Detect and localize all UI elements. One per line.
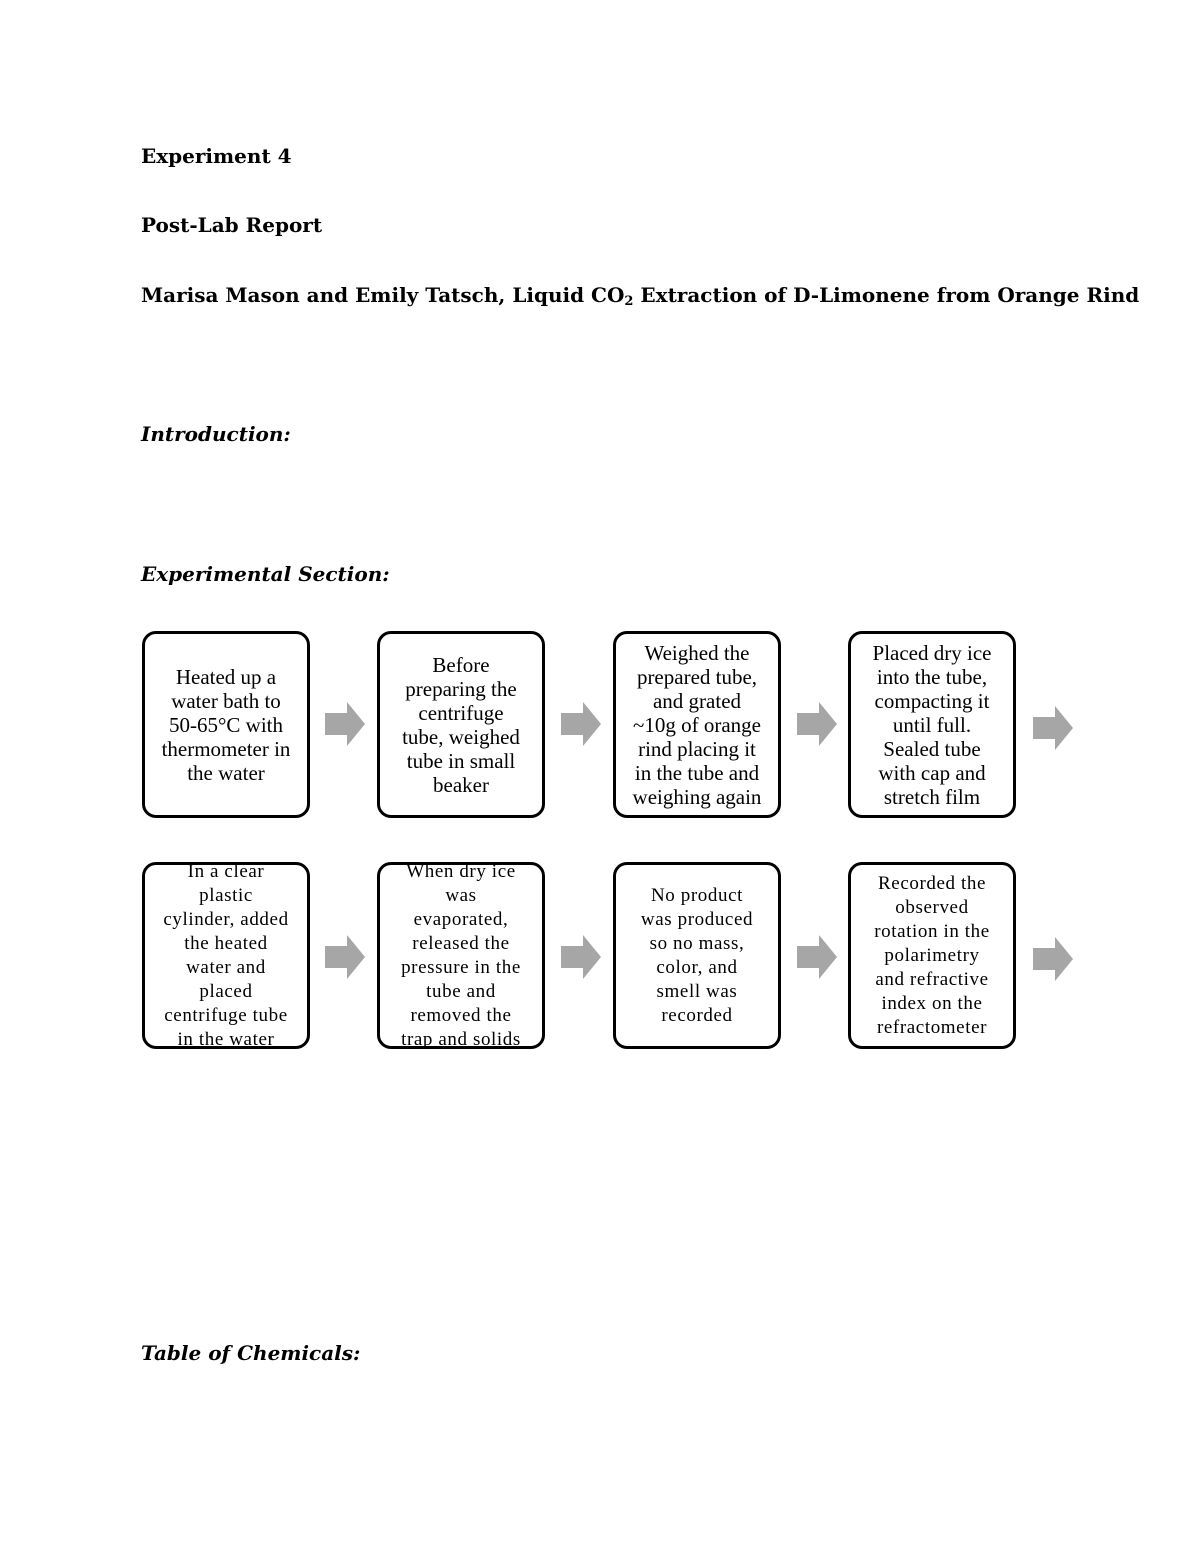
right-arrow-icon xyxy=(1033,937,1073,981)
right-arrow-icon xyxy=(1033,706,1073,750)
right-arrow-icon xyxy=(561,702,601,746)
right-arrow-icon xyxy=(561,935,601,979)
right-arrow-icon xyxy=(325,935,365,979)
flow-step-text: Weighed the prepared tube, and grated ~1… xyxy=(632,640,762,809)
right-arrow-icon xyxy=(797,702,837,746)
flow-step-5: In a clear plastic cylinder, added the h… xyxy=(142,862,310,1049)
flow-step-6: When dry ice was evaporated, released th… xyxy=(377,862,545,1049)
right-arrow-icon xyxy=(797,935,837,979)
flow-step-text: Recorded the observed rotation in the po… xyxy=(874,872,990,1038)
experiment-number: Experiment 4 xyxy=(141,144,292,168)
report-title-suffix: Extraction of D-Limonene from Orange Rin… xyxy=(633,283,1140,307)
report-title-subscript: 2 xyxy=(624,294,634,309)
flow-step-2: Before preparing the centrifuge tube, we… xyxy=(377,631,545,818)
flow-step-text: No product was produced so no mass, colo… xyxy=(640,884,754,1026)
experimental-section-heading: Experimental Section: xyxy=(141,562,390,586)
flow-step-text: In a clear plastic cylinder, added the h… xyxy=(163,862,289,1049)
flow-step-3: Weighed the prepared tube, and grated ~1… xyxy=(613,631,781,818)
report-title-prefix: Marisa Mason and Emily Tatsch, Liquid CO xyxy=(141,283,625,307)
report-type: Post-Lab Report xyxy=(141,213,323,237)
flow-step-7: No product was produced so no mass, colo… xyxy=(613,862,781,1049)
flow-step-1: Heated up a water bath to 50-65°C with t… xyxy=(142,631,310,818)
report-title: Marisa Mason and Emily Tatsch, Liquid CO… xyxy=(141,283,1139,309)
table-of-chemicals-heading: Table of Chemicals: xyxy=(141,1341,361,1365)
flow-step-text: Heated up a water bath to 50-65°C with t… xyxy=(161,664,291,785)
flow-step-text: When dry ice was evaporated, released th… xyxy=(401,862,521,1049)
introduction-heading: Introduction: xyxy=(141,422,291,446)
right-arrow-icon xyxy=(325,702,365,746)
flow-step-8: Recorded the observed rotation in the po… xyxy=(848,862,1016,1049)
flow-step-text: Placed dry ice into the tube, compacting… xyxy=(872,640,992,809)
flow-step-text: Before preparing the centrifuge tube, we… xyxy=(402,652,520,797)
flow-step-4: Placed dry ice into the tube, compacting… xyxy=(848,631,1016,818)
